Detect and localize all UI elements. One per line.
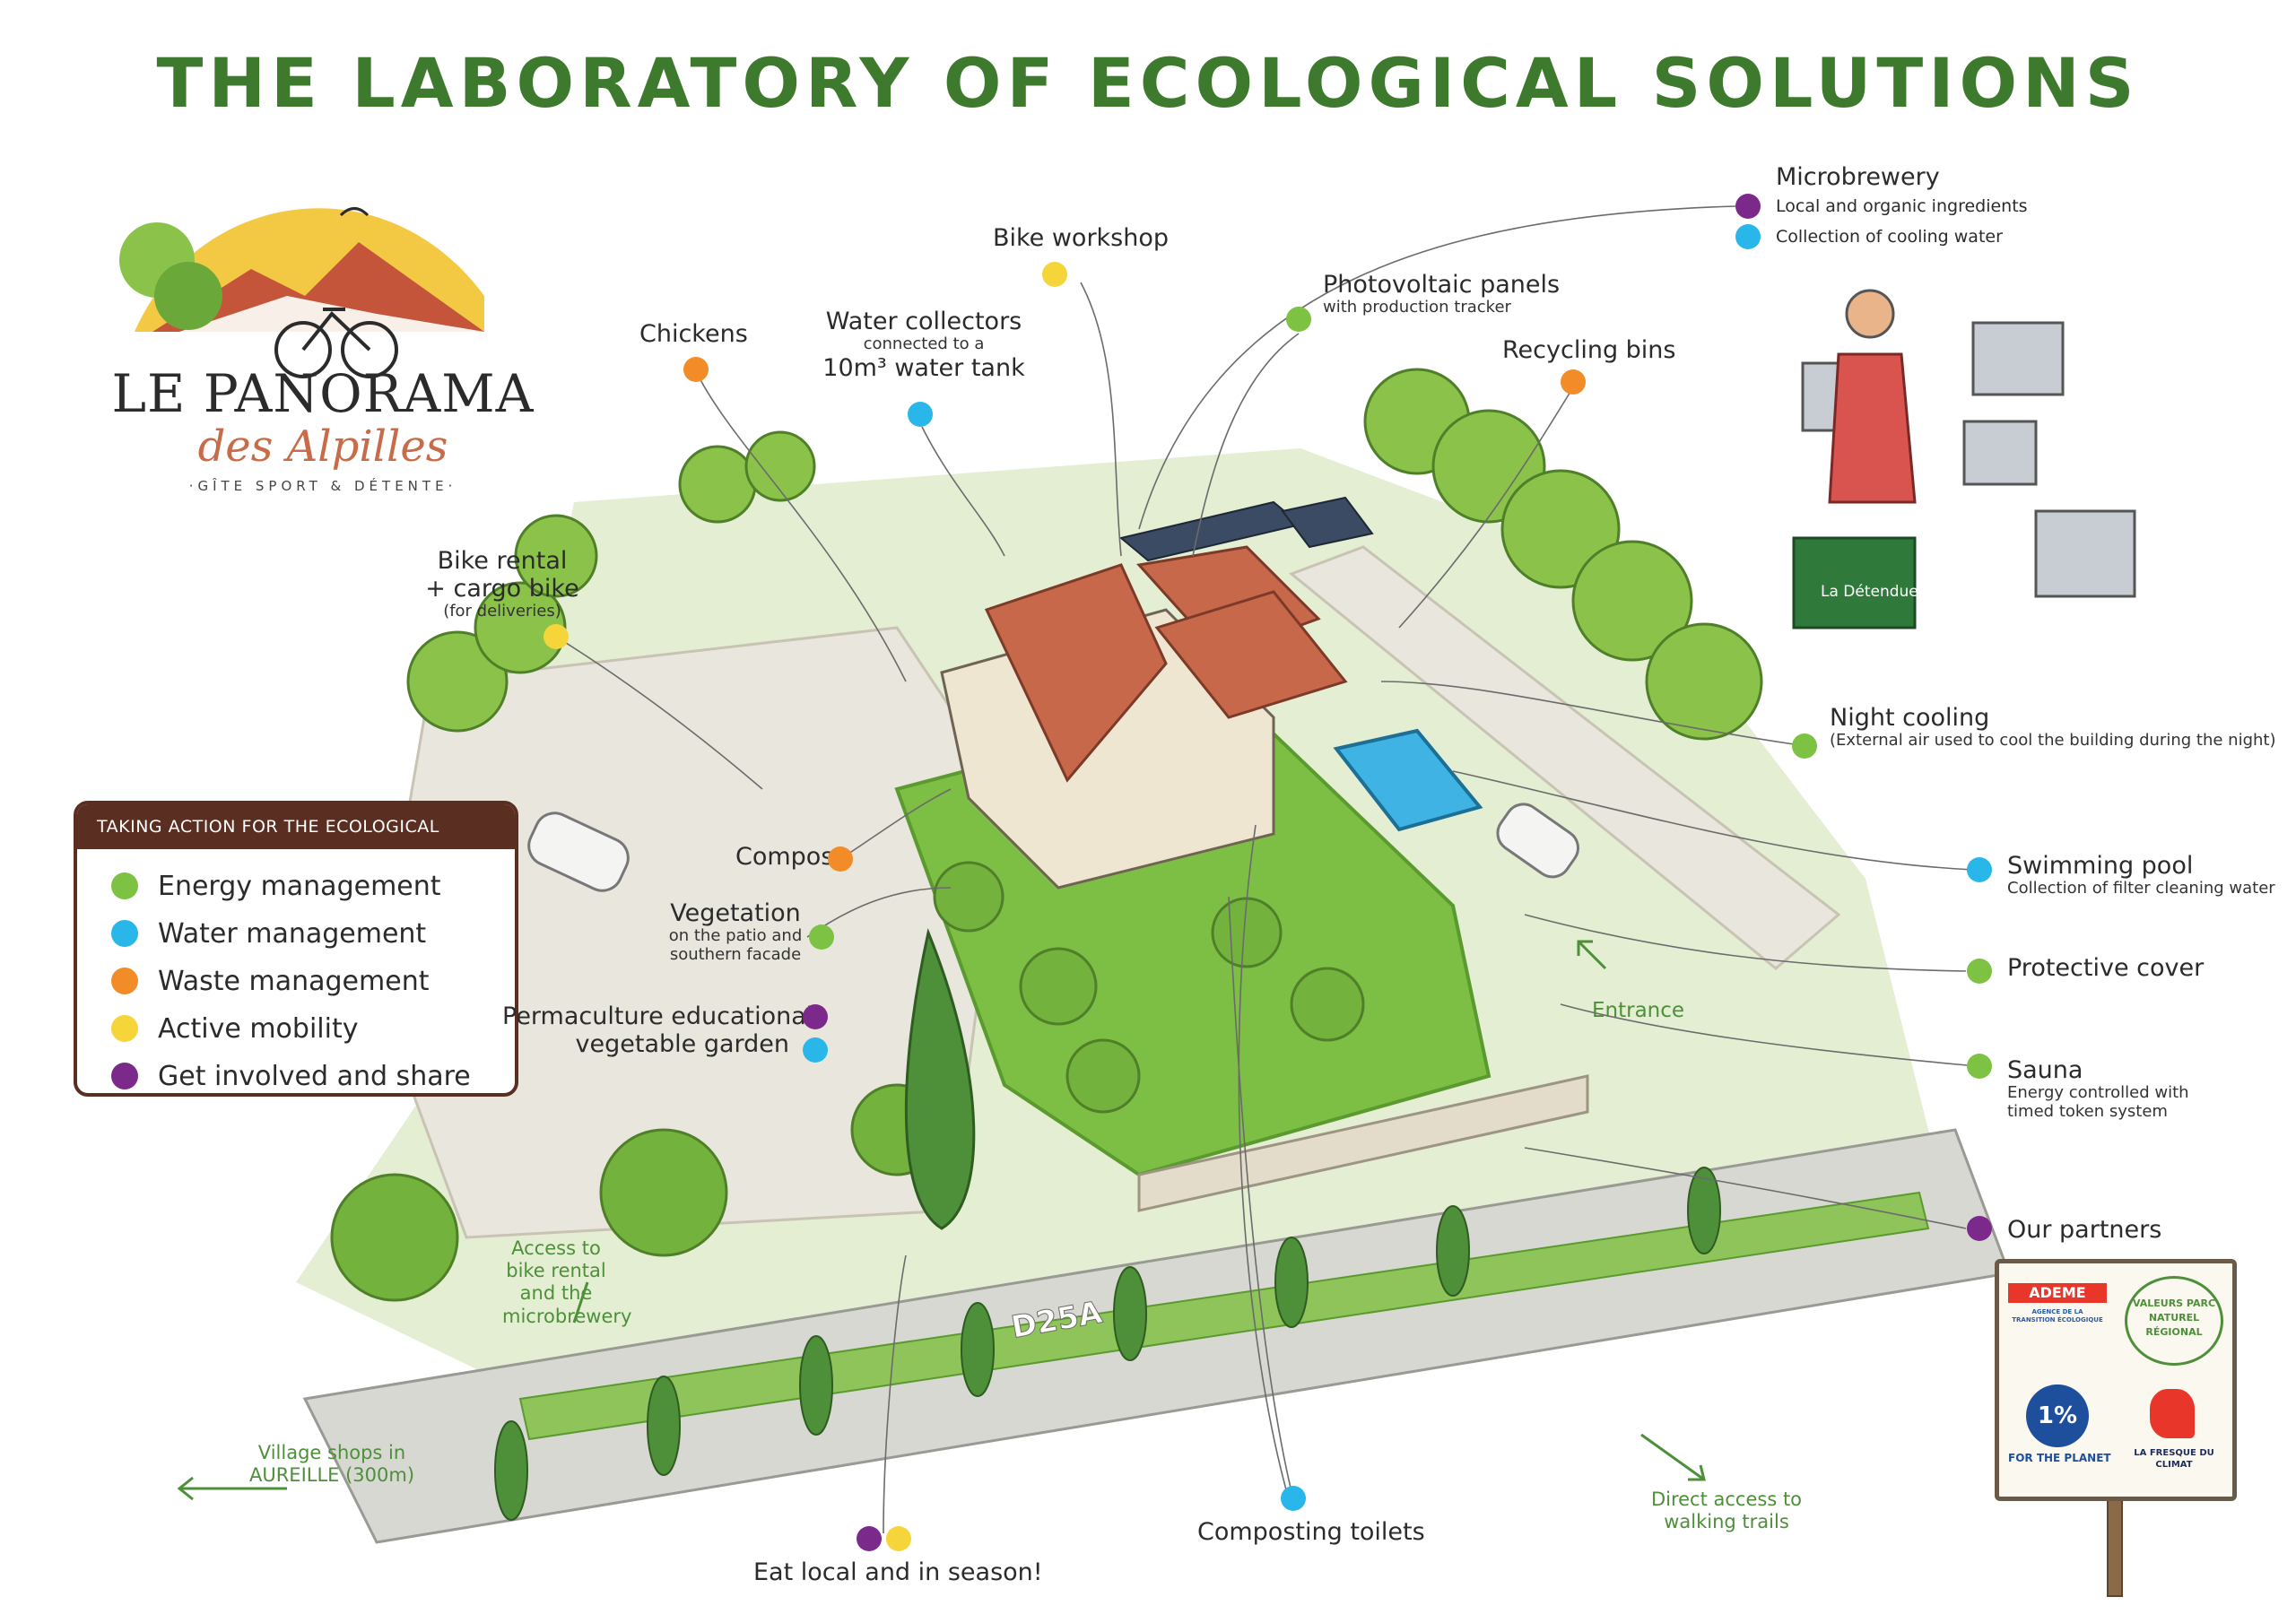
water-dot-icon: [908, 402, 933, 427]
label-walking-trails: Direct access to walking trails: [1650, 1488, 1803, 1533]
one-percent-logo: 1%: [2026, 1384, 2089, 1447]
driveway: [1289, 545, 1841, 970]
water-dot-icon: [111, 920, 138, 947]
water-dot-icon: [1967, 857, 1992, 882]
label-access-bike-rental: Access to bike rental and the microbrewe…: [502, 1237, 632, 1327]
mobility-dot-icon: [111, 1015, 138, 1042]
water-dot-icon: [803, 1037, 828, 1063]
logo-tagline: ·GÎTE SPORT & DÉTENTE·: [188, 478, 457, 494]
tree-row-left: [406, 430, 816, 733]
page-title: THE LABORATORY OF ECOLOGICAL SOLUTIONS: [156, 43, 2140, 123]
pool: [1333, 728, 1483, 832]
parc-logo: VALEURS PARC NATUREL RÉGIONAL: [2125, 1276, 2223, 1366]
ademe-sub: AGENCE DE LA TRANSITION ÉCOLOGIQUE: [2012, 1308, 2103, 1324]
label-photovoltaic: Photovoltaic panels with production trac…: [1323, 271, 1561, 317]
legend-item-mobility: Active mobility: [111, 1008, 358, 1049]
logo-illustration: [119, 207, 484, 378]
roof-south: [1154, 590, 1348, 719]
leader-lines: [555, 205, 1974, 1534]
legend-item-waste: Waste management: [111, 960, 429, 1002]
label-bike-workshop: Bike workshop: [992, 224, 1170, 252]
waste-dot-icon: [111, 968, 138, 994]
legend-item-involve: Get involved and share: [111, 1055, 471, 1093]
water-dot-icon: [1281, 1486, 1306, 1511]
waste-dot-icon: [683, 357, 709, 382]
label-microbrewery-line1: Local and organic ingredients: [1776, 196, 2028, 216]
house: [940, 496, 1374, 890]
label-village-shops: Village shops in AUREILLE (300m): [248, 1442, 415, 1487]
label-microbrewery-line2: Collection of cooling water: [1776, 227, 2003, 247]
energy-dot-icon: [1792, 733, 1817, 759]
partners-board: ADEME AGENCE DE LA TRANSITION ÉCOLOGIQUE…: [1995, 1259, 2237, 1501]
label-recycling: Recycling bins: [1502, 336, 1676, 364]
involve-dot-icon: [1735, 194, 1761, 219]
energy-dot-icon: [111, 872, 138, 899]
one-percent-sub: FOR THE PLANET: [2008, 1452, 2111, 1464]
energy-dot-icon: [809, 924, 834, 950]
legend-label: Water management: [158, 917, 427, 950]
legend-label: Waste management: [158, 965, 430, 997]
energy-dot-icon: [1286, 307, 1311, 332]
mobility-dot-icon: [1042, 262, 1067, 287]
legend-label: Active mobility: [158, 1012, 359, 1045]
legend-label: Get involved and share: [158, 1060, 471, 1092]
legend-box: TAKING ACTION FOR THE ECOLOGICAL TRANSIT…: [74, 801, 518, 1097]
legend-item-energy: Energy management: [111, 865, 441, 907]
label-our-partners: Our partners: [2007, 1216, 2162, 1244]
brewery-crate-label: La Détendue: [1821, 583, 1918, 601]
label-chickens: Chickens: [639, 320, 748, 348]
logo-script: des Alpilles: [197, 421, 448, 472]
label-permaculture: Permaculture educational vegetable garde…: [502, 1002, 813, 1059]
legend-heading: TAKING ACTION FOR THE ECOLOGICAL TRANSIT…: [77, 804, 515, 881]
arrow-village: [177, 1476, 287, 1501]
label-composting-toilets: Composting toilets: [1197, 1518, 1425, 1546]
label-water-collectors: Water collectors connected to a 10m³ wat…: [822, 308, 1025, 382]
waste-dot-icon: [1561, 369, 1586, 395]
car-driveway: [1496, 803, 1579, 879]
arrow-entrance: [1577, 940, 1607, 970]
arrow-access: [572, 1281, 589, 1324]
involve-dot-icon: [111, 1063, 138, 1089]
front-wall: [1137, 1074, 1589, 1212]
involve-dot-icon: [803, 1004, 828, 1029]
energy-dot-icon: [1967, 959, 1992, 984]
car-parking: [527, 812, 630, 892]
label-swimming-pool: Swimming pool Collection of filter clean…: [2007, 852, 2275, 898]
energy-dot-icon: [1967, 1054, 1992, 1079]
roof-main: [984, 563, 1168, 783]
waste-dot-icon: [828, 846, 853, 872]
fresque-hand-icon: [2150, 1389, 2195, 1438]
logo-name: LE PANORAMA: [111, 363, 535, 424]
label-compost: Compost: [735, 843, 843, 871]
tree-row-right: [1363, 368, 1763, 741]
microbrewery-illustration: La Détendue: [1792, 289, 2136, 629]
arrow-trails: [1640, 1433, 1706, 1481]
roadside-cypresses: [494, 1167, 1721, 1521]
fresque-logo: LA FRESQUE DU CLIMAT: [2134, 1448, 2214, 1470]
mobility-dot-icon: [544, 624, 569, 649]
water-dot-icon: [1735, 224, 1761, 249]
sign-post: [2107, 1497, 2123, 1597]
legend-label: Energy management: [158, 870, 441, 902]
label-eat-local: Eat local and in season!: [753, 1558, 1043, 1586]
label-entrance: Entrance: [1592, 999, 1685, 1022]
label-protective-cover: Protective cover: [2007, 954, 2205, 982]
label-microbrewery: Microbrewery: [1776, 163, 1940, 191]
ademe-logo: ADEME: [2008, 1283, 2107, 1303]
label-vegetation: Vegetation on the patio and southern fac…: [668, 899, 803, 964]
label-sauna: Sauna Energy controlled with timed token…: [2007, 1056, 2189, 1121]
label-night-cooling: Night cooling (External air used to cool…: [1830, 704, 2276, 751]
cypress-tree: [904, 927, 976, 1230]
label-bike-rental: Bike rental + cargo bike (for deliveries…: [425, 547, 579, 621]
involve-dot-icon: [857, 1526, 882, 1551]
mobility-dot-icon: [886, 1526, 911, 1551]
legend-item-water: Water management: [111, 913, 426, 954]
involve-dot-icon: [1967, 1216, 1992, 1241]
